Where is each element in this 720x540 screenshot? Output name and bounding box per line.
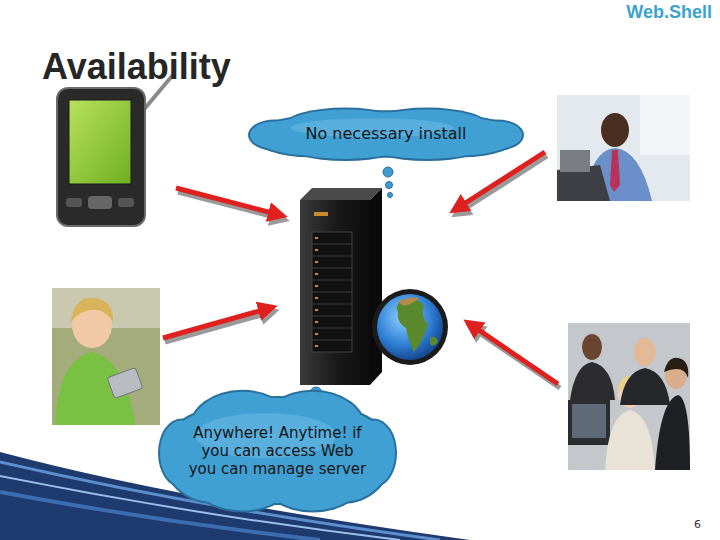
photo-suit bbox=[570, 362, 615, 400]
arrow-shadow bbox=[458, 156, 547, 213]
photo-laptop-screen bbox=[560, 150, 590, 172]
photo-head bbox=[582, 334, 602, 360]
pda-body bbox=[57, 88, 145, 226]
pda-screen bbox=[69, 100, 131, 184]
bubble-dot bbox=[388, 193, 393, 198]
server-badge bbox=[314, 212, 328, 216]
server-top bbox=[300, 188, 382, 200]
photo-window bbox=[640, 95, 690, 155]
photo-man bbox=[557, 95, 690, 201]
server-front bbox=[300, 200, 370, 385]
bubble-dot bbox=[383, 167, 393, 177]
photo-suit bbox=[605, 410, 655, 470]
server-bays bbox=[312, 232, 352, 352]
arrow bbox=[456, 152, 545, 209]
brand-label: Web.Shell bbox=[626, 2, 712, 23]
pda-button bbox=[66, 198, 82, 207]
callout-text: No necessary install bbox=[266, 124, 506, 143]
globe-ring bbox=[372, 289, 448, 365]
photo-tie bbox=[610, 150, 620, 192]
cloud-fill bbox=[473, 122, 522, 149]
arrow-shadow bbox=[165, 312, 272, 342]
photo-head bbox=[601, 113, 629, 147]
photo-group bbox=[568, 323, 690, 470]
server-leds bbox=[315, 237, 318, 347]
photo-suit bbox=[620, 368, 670, 405]
photo-handheld bbox=[107, 368, 143, 399]
photo-boy bbox=[52, 288, 160, 425]
globe bbox=[377, 294, 443, 360]
globe-land bbox=[397, 299, 428, 352]
server-side bbox=[370, 188, 382, 385]
photo-monitor-screen bbox=[572, 404, 606, 438]
cloud-fill bbox=[250, 122, 299, 149]
pda-button bbox=[118, 198, 134, 207]
page-number: 6 bbox=[694, 518, 701, 531]
photo-suit bbox=[655, 395, 690, 470]
cloud-callout: Anywhere! Anytime! if you can access Web… bbox=[160, 388, 395, 513]
bubble-dot bbox=[386, 182, 393, 189]
server-bay-lines bbox=[312, 244, 352, 340]
photo-monitor bbox=[568, 400, 610, 445]
arrow bbox=[163, 308, 270, 338]
photo-hair bbox=[71, 298, 113, 322]
globe-land bbox=[430, 337, 438, 346]
callout-text: Anywhere! Anytime! if you can access Web… bbox=[188, 424, 368, 478]
arrow bbox=[470, 324, 558, 384]
slide-title: Availability bbox=[42, 46, 231, 88]
photo-head bbox=[634, 338, 656, 366]
globe-land bbox=[398, 298, 420, 307]
arrow bbox=[176, 188, 280, 215]
pda-button bbox=[88, 196, 112, 209]
photo-hair bbox=[664, 358, 688, 378]
arrow-shadow bbox=[178, 192, 282, 219]
cloud-callout: No necessary install bbox=[250, 108, 522, 160]
